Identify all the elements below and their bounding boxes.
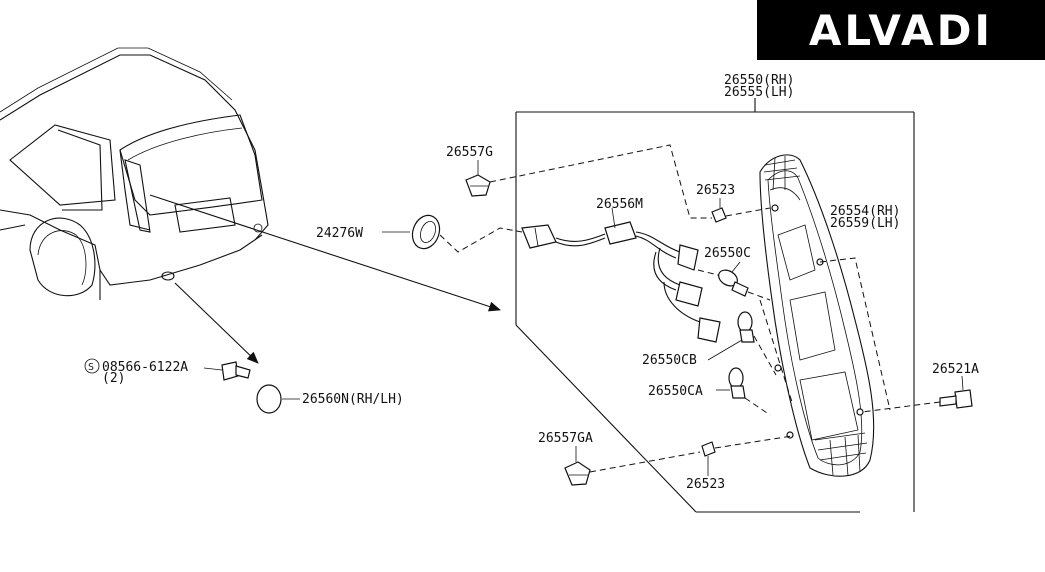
grommet-part	[382, 214, 523, 253]
tail-lamp	[759, 154, 891, 477]
screw-left-part	[84, 358, 251, 381]
label-bolt-upper: 26523	[696, 183, 735, 198]
brand-logo-text: ALVADI	[808, 6, 994, 55]
bulb-ca-part	[716, 367, 771, 416]
label-lens-lh: 26559(LH)	[830, 216, 900, 231]
label-screw-left-qty: (2)	[102, 371, 125, 386]
label-bolt-lower: 26523	[686, 477, 725, 492]
clip-upper-part	[465, 144, 712, 219]
label-harness: 26556M	[596, 197, 643, 212]
arrow-to-lamp	[149, 194, 501, 312]
label-bulb-c: 26550C	[704, 246, 751, 261]
screw-right-part	[861, 375, 973, 413]
vehicle-rear-illustration	[0, 47, 269, 300]
label-clip-upper: 26557G	[446, 145, 493, 160]
label-lens-rh: 26554(RH)	[830, 204, 900, 219]
brand-logo: ALVADI	[757, 0, 1045, 60]
label-clip-lower: 26557GA	[538, 431, 593, 446]
reflector-part	[256, 384, 300, 414]
bolt-upper-part	[711, 198, 771, 223]
label-grommet: 24276W	[316, 226, 363, 241]
label-screw-left: 08566-6122A	[102, 360, 188, 375]
label-assembly-lh: 26555(LH)	[724, 85, 794, 100]
clip-lower-part	[564, 446, 701, 486]
bulb-cb-part	[707, 311, 777, 376]
arrow-to-reflector	[174, 282, 259, 364]
label-bulb-cb: 26550CB	[642, 353, 697, 368]
label-assembly-rh: 26550(RH)	[724, 73, 794, 88]
label-bulb-ca: 26550CA	[648, 384, 703, 399]
label-screw-right: 26521A	[932, 362, 979, 377]
label-screw-left-symbol: S	[88, 362, 94, 373]
bulb-c-part	[718, 261, 771, 301]
assembly-frame	[515, 98, 915, 513]
label-reflector: 26560N(RH/LH)	[302, 392, 404, 407]
bolt-lower-part	[701, 435, 793, 476]
harness-part	[521, 207, 731, 343]
